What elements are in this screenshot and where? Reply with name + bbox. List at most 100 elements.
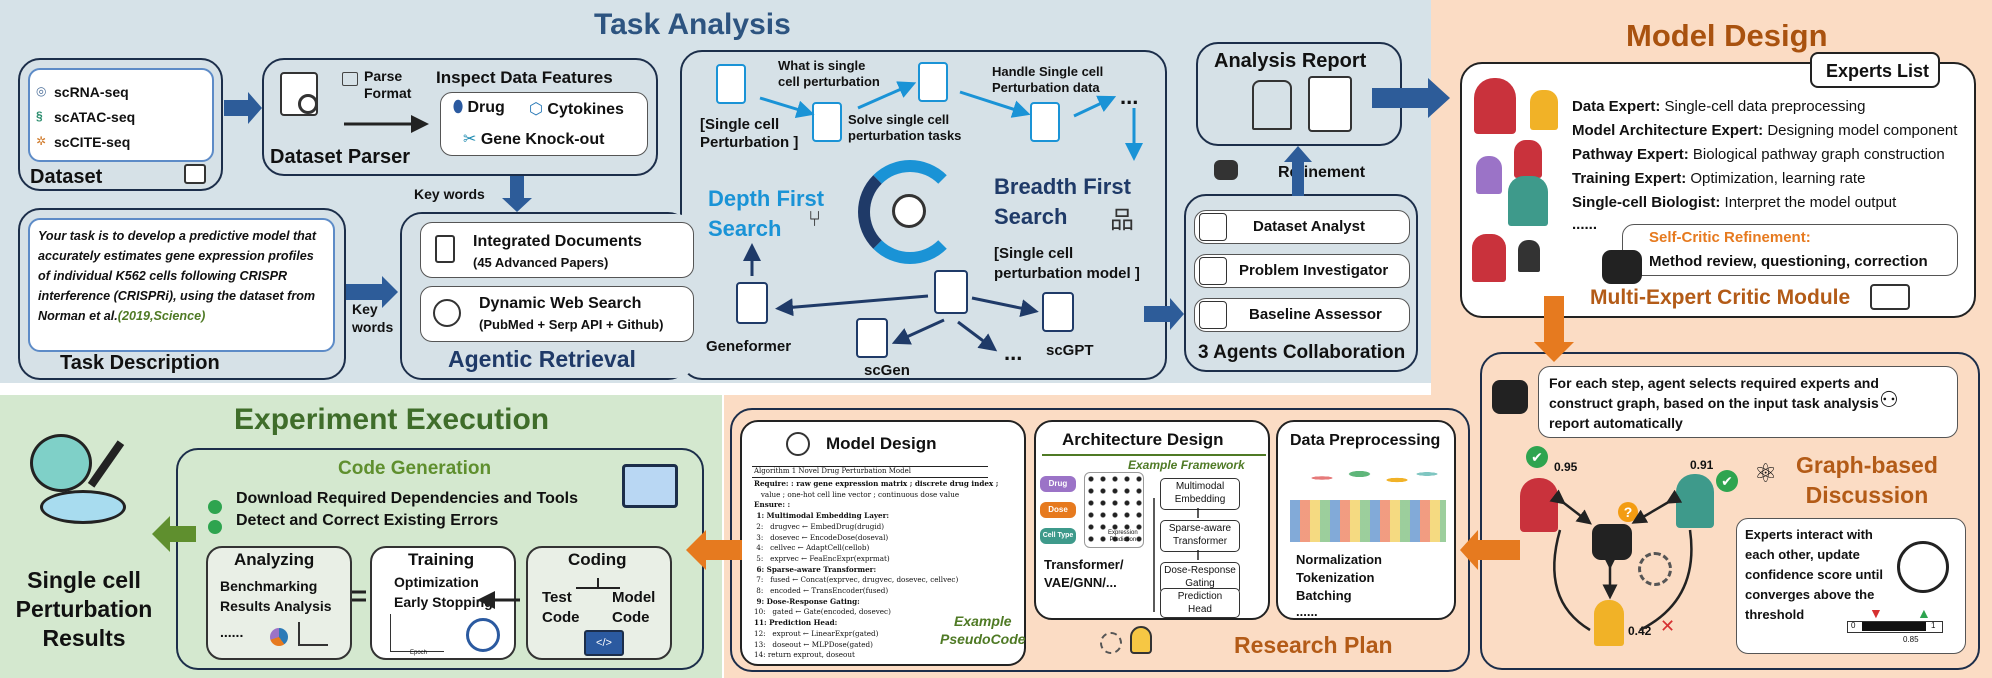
algo-line: 11: Prediction Head: xyxy=(754,618,838,628)
cross-icon: ✕ xyxy=(1660,616,1676,636)
analyzing-box: Analyzing Benchmarking Results Analysis … xyxy=(206,546,352,660)
arrow-q2 xyxy=(857,81,917,110)
web-search-box: Dynamic Web Search (PubMed + Serp API + … xyxy=(420,286,694,342)
algo-rule-top xyxy=(752,466,988,467)
dna-icon: § xyxy=(36,109,43,123)
critic-module-label: Multi-Expert Critic Module xyxy=(1590,286,1851,309)
pseudocode-box: Model Design Algorithm 1 Novel Drug Pert… xyxy=(740,420,1026,666)
arrow-q4 xyxy=(1073,95,1117,118)
question-1: What is single cell perturbation xyxy=(778,58,880,89)
breadth-first-label: Breadth First Search xyxy=(994,174,1131,229)
doc-icon-scgpt xyxy=(1042,292,1074,332)
agentic-retrieval-label: Agentic Retrieval xyxy=(448,346,636,372)
coding-tree xyxy=(576,578,620,589)
search-chart-icon xyxy=(892,194,926,228)
step-download: Download Required Dependencies and Tools xyxy=(236,490,578,507)
self-critic-text: Method review, questioning, correction xyxy=(1649,253,1928,270)
score-095: 0.95 xyxy=(1554,460,1578,474)
critic-module-box: Experts List Data Expert: Single-cell da… xyxy=(1460,52,1976,318)
feature-cytokines: ⬡ Cytokines xyxy=(529,101,624,118)
dataset-parser-label: Dataset Parser xyxy=(270,146,411,168)
scale-0: 0 xyxy=(1851,621,1856,630)
integrated-docs-title: Integrated Documents xyxy=(473,233,642,250)
clipboard-icon xyxy=(1308,76,1352,132)
inspect-features-title: Inspect Data Features xyxy=(436,68,613,87)
tree-ellipsis-bottom: ... xyxy=(1004,340,1023,365)
check-small-1 xyxy=(208,500,222,514)
algo-line: Require: : raw gene expression matrix ; … xyxy=(754,479,999,488)
stack-transformer: Sparse-aware Transformer xyxy=(1160,520,1240,552)
arrow-plan-to-exec xyxy=(686,530,742,570)
graph-discussion-label: Graph-based Discussion xyxy=(1796,452,1938,508)
analyzing-title: Analyzing xyxy=(234,550,315,569)
doc-icon-geneformer xyxy=(736,282,768,324)
dataset-box: ◎scRNA-seq §scATAC-seq ✲scCITE-seq Datas… xyxy=(18,58,223,191)
dataset-list: ◎scRNA-seq §scATAC-seq ✲scCITE-seq xyxy=(28,68,214,162)
stack-embedding: Multimodal Embedding xyxy=(1160,478,1240,510)
cell-icon: ◎ xyxy=(36,84,47,98)
code-gen-box: Code Generation Download Required Depend… xyxy=(176,448,704,670)
agent-problem-investigator: Problem Investigator xyxy=(1194,254,1410,288)
arrow-q1 xyxy=(759,96,815,118)
algo-lines: Require: : raw gene expression matrix ; … xyxy=(754,479,1004,661)
doc-icon-root xyxy=(934,270,968,314)
task-text-box: Your task is to develop a predictive mod… xyxy=(28,218,335,352)
algo-line: value ; one-hot cell line vector ; conti… xyxy=(754,489,960,499)
arrow-parser-down xyxy=(502,176,532,212)
feature-gene-knockout: ✂ Gene Knock-out xyxy=(463,131,605,148)
doc-icon-q1a xyxy=(716,64,746,104)
arrow-to-geneformer xyxy=(775,294,929,317)
example-framework: Example Framework xyxy=(1128,458,1245,472)
coding-title: Coding xyxy=(568,550,627,569)
graduate-icon xyxy=(1870,284,1910,310)
algo-line: 6: Sparse-aware Transformer: xyxy=(754,564,877,574)
arrow-up-green-icon: ▲ xyxy=(1917,605,1931,621)
experts-list-tag: Experts List xyxy=(1810,52,1940,88)
edge-1-robot xyxy=(1549,489,1592,525)
analyzing-line-2: ...... xyxy=(220,624,244,640)
check-icon-2: ✔ xyxy=(1716,470,1738,492)
algo-title: Algorithm 1 Novel Drug Perturbation Mode… xyxy=(754,467,911,475)
dataset-parser-box: Parse Format Inspect Data Features ⬮ Dru… xyxy=(262,58,658,176)
dataset-label: Dataset xyxy=(30,166,103,188)
arrow-tree-to-agents xyxy=(1144,298,1184,330)
scale-085: 0.85 xyxy=(1903,635,1919,644)
doc-icon-q2 xyxy=(918,62,948,102)
expert-avatar-4 xyxy=(1476,156,1502,194)
algo-line: 10: gated ← Gate(encoded, dosevec) xyxy=(754,607,891,617)
check-small-2 xyxy=(208,520,222,534)
tree-ellipsis-top: ... xyxy=(1120,84,1139,109)
graph-cycle-2 xyxy=(1639,529,1693,632)
arrow-report-to-model xyxy=(1372,78,1450,118)
graph-cycle xyxy=(1553,529,1591,632)
agents-box: Dataset Analyst Problem Investigator Bas… xyxy=(1184,194,1418,372)
loss-curve-icon xyxy=(390,614,444,652)
arrow-task-to-retrieval xyxy=(346,276,398,308)
expert-avatar-1 xyxy=(1474,78,1516,134)
assessor-avatar-icon xyxy=(1199,301,1227,329)
algo-line: 4: cellvec ← AdaptCell(cellob) xyxy=(754,543,870,553)
database-icon xyxy=(184,164,206,184)
parse-format-label: Parse Format xyxy=(364,68,412,101)
feature-drug: ⬮ Drug xyxy=(453,99,505,116)
monitor-icon xyxy=(622,464,678,508)
bar-chart-icon xyxy=(298,622,328,646)
web-search-sub: (PubMed + Serp API + Github) xyxy=(479,317,664,332)
training-title: Training xyxy=(408,550,475,569)
citation: (2019,Science) xyxy=(117,309,206,323)
input-drug: Drug xyxy=(1040,476,1076,492)
dataset-item-scrna: ◎scRNA-seq xyxy=(36,84,129,100)
expert-line-2: Pathway Expert: Biological pathway graph… xyxy=(1572,146,1945,163)
input-dose: Dose xyxy=(1040,502,1076,518)
algo-line: Ensure: : xyxy=(754,500,791,510)
algo-line: 12: exprout ← LinearExpr(gated) xyxy=(754,628,879,638)
architecture-box: Architecture Design Example Framework Dr… xyxy=(1034,420,1270,620)
dataset-item-scatac: §scATAC-seq xyxy=(36,109,136,125)
task-description-text: Your task is to develop a predictive mod… xyxy=(38,229,317,323)
robot-icon-critic xyxy=(1602,250,1642,284)
prep-more: ...... xyxy=(1296,604,1318,619)
architecture-title-rule xyxy=(1042,454,1266,456)
features-box: ⬮ Drug ⬡ Cytokines ✂ Gene Knock-out xyxy=(440,92,648,156)
task-description-box: Your task is to develop a predictive mod… xyxy=(18,208,346,380)
